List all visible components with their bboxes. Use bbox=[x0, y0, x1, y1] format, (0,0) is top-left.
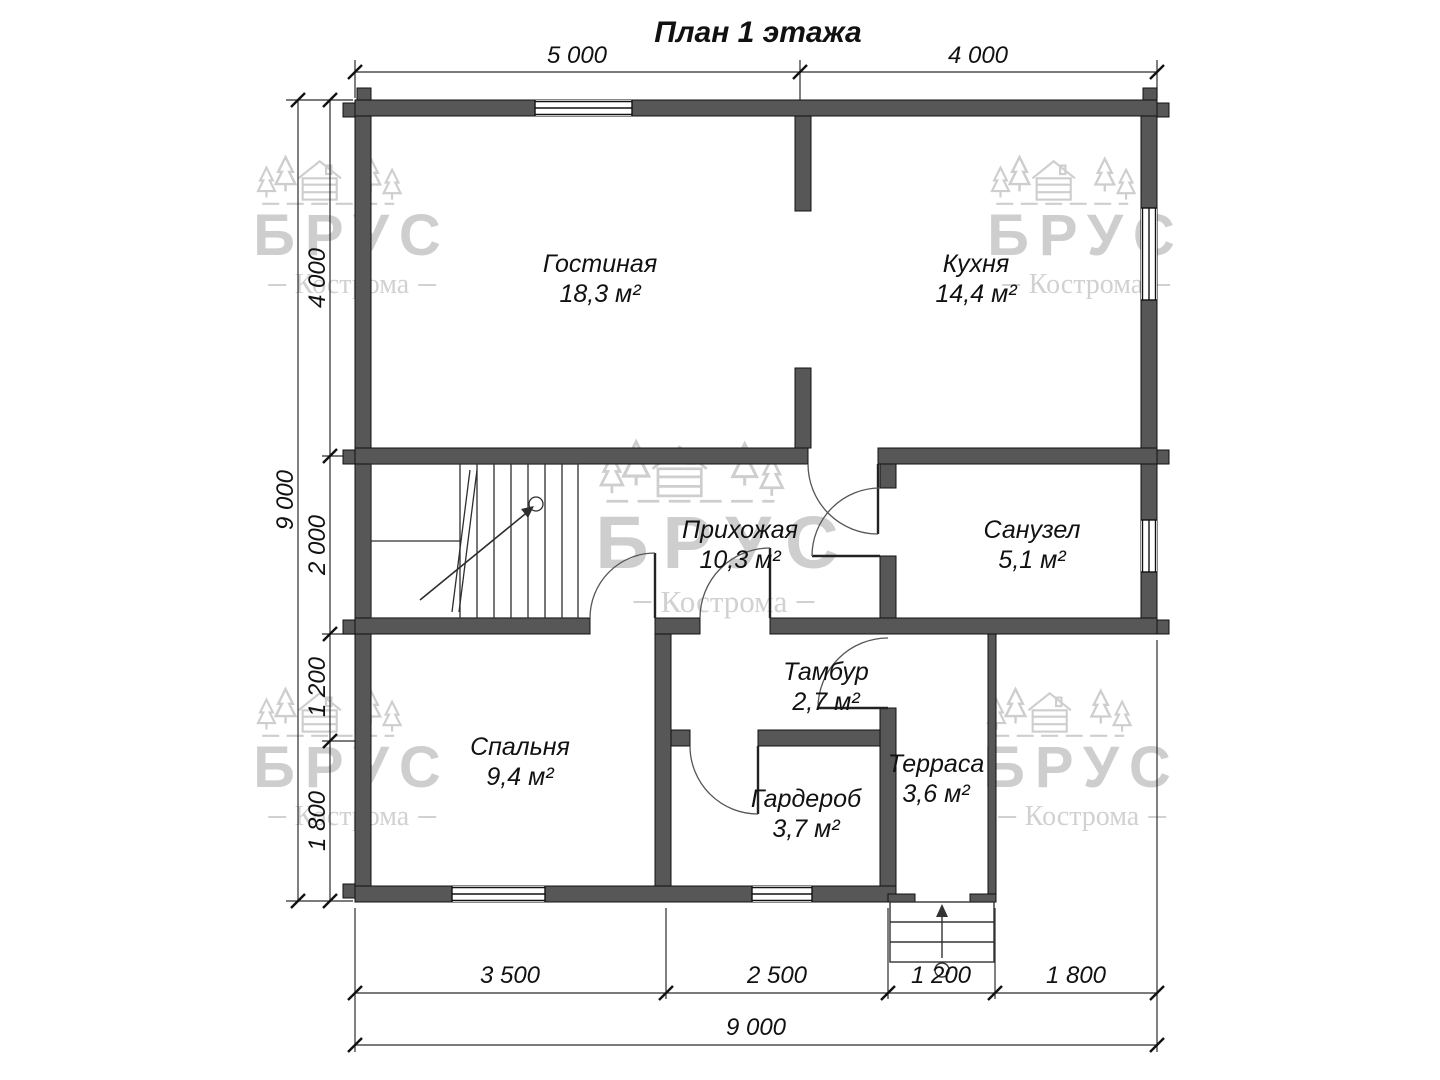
dim-bottom-3: 1 800 bbox=[1045, 962, 1107, 989]
watermark-bottom-right: БРУС Кострома bbox=[983, 672, 1181, 833]
dim-top-0: 5 000 bbox=[546, 42, 608, 69]
dimension-ticks bbox=[290, 64, 1165, 1053]
staircase bbox=[370, 463, 579, 619]
room-label-garderob: Гардероб 3,7 м² bbox=[751, 785, 861, 844]
room-label-tambur: Тамбур 2,7 м² bbox=[783, 658, 869, 717]
room-label-sanuzel: Санузел 5,1 м² bbox=[983, 516, 1080, 575]
dim-bottom-total: 9 000 bbox=[725, 1014, 787, 1041]
watermark-city: Кострома bbox=[983, 801, 1181, 833]
page-title: План 1 этажа bbox=[654, 16, 862, 49]
room-label-kukhnya: Кухня 14,4 м² bbox=[935, 250, 1016, 309]
room-name: Прихожая bbox=[682, 516, 798, 544]
watermark-top-left: БРУС Кострома bbox=[253, 140, 451, 301]
room-name: Гардероб bbox=[750, 785, 862, 813]
watermark-brand: БРУС bbox=[253, 203, 451, 268]
watermark-city: Кострома bbox=[987, 269, 1185, 301]
terrace-steps bbox=[889, 901, 995, 978]
room-name: Терраса bbox=[887, 750, 985, 778]
room-area: 3,7 м² bbox=[772, 814, 840, 843]
dim-bottom-0: 3 500 bbox=[479, 962, 541, 989]
room-area: 3,6 м² bbox=[902, 779, 970, 808]
dim-left-2: 1 200 bbox=[304, 656, 331, 718]
dim-left-total: 9 000 bbox=[272, 469, 299, 531]
windows bbox=[451, 100, 1157, 902]
watermark-city: Кострома bbox=[595, 584, 852, 620]
dim-left-1: 2 000 bbox=[304, 514, 331, 576]
watermark-brand: БРУС bbox=[253, 735, 451, 800]
room-name: Санузел bbox=[983, 516, 1081, 544]
room-area: 2,7 м² bbox=[792, 687, 860, 716]
room-area: 5,1 м² bbox=[998, 545, 1066, 574]
dim-bottom-2: 1 200 bbox=[910, 962, 972, 989]
dim-top-1: 4 000 bbox=[947, 42, 1009, 69]
room-name: Гостиная bbox=[542, 250, 658, 278]
watermark-brand: БРУС bbox=[595, 501, 853, 584]
doors bbox=[589, 463, 889, 815]
dim-left-3: 1 800 bbox=[304, 790, 331, 852]
room-area: 18,3 м² bbox=[559, 279, 641, 308]
dim-bottom-1: 2 500 bbox=[746, 962, 808, 989]
watermark-center: БРУС Кострома bbox=[595, 420, 852, 620]
room-label-spalnya: Спальня 9,4 м² bbox=[470, 733, 570, 792]
room-label-terrasa: Терраса 3,6 м² bbox=[888, 750, 984, 809]
room-name: Спальня bbox=[470, 733, 570, 761]
room-name: Кухня bbox=[942, 250, 1010, 278]
watermark-city: Кострома bbox=[253, 269, 451, 301]
room-area: 14,4 м² bbox=[935, 279, 1017, 308]
watermark-brand: БРУС bbox=[983, 735, 1181, 800]
room-label-prikhozhaya: Прихожая 10,3 м² bbox=[682, 516, 798, 575]
room-label-gostinaya: Гостиная 18,3 м² bbox=[543, 250, 657, 309]
watermark-city: Кострома bbox=[253, 801, 451, 833]
dim-left-0: 4 000 bbox=[304, 247, 331, 309]
room-area: 10,3 м² bbox=[699, 545, 781, 574]
room-area: 9,4 м² bbox=[486, 762, 554, 791]
watermark-bottom-left: БРУС Кострома bbox=[253, 672, 451, 833]
room-name: Тамбур bbox=[783, 658, 869, 686]
